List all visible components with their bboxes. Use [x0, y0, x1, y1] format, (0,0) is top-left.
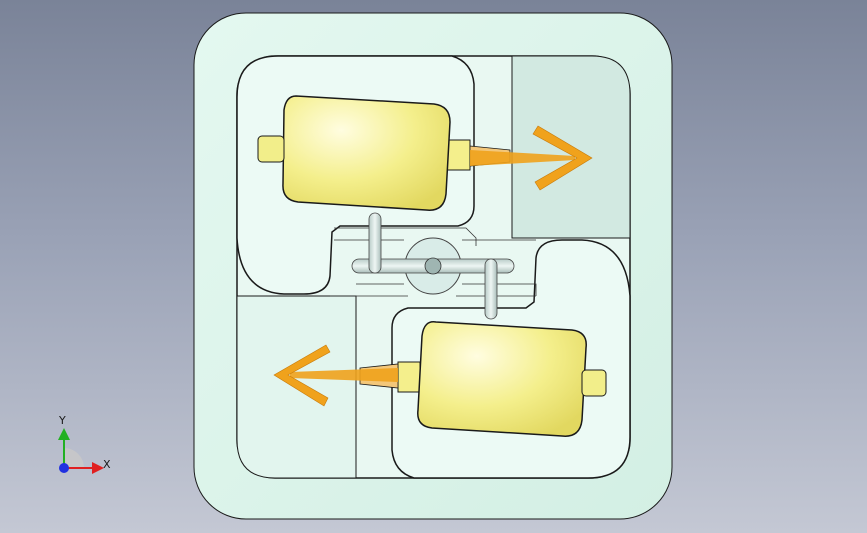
- part-tab-lower[interactable]: [581, 369, 607, 397]
- triad-z-axis: [59, 463, 69, 473]
- coordinate-triad: [58, 428, 104, 474]
- runner-branch-upper[interactable]: [368, 212, 382, 274]
- molded-part-lower[interactable]: [417, 321, 587, 437]
- arrow-left-icon: [273, 344, 398, 407]
- triad-x-label: X: [103, 458, 111, 471]
- triad-y-label: Y: [59, 414, 66, 427]
- part-tab-upper[interactable]: [257, 135, 285, 163]
- molded-part-upper[interactable]: [282, 95, 451, 211]
- arrow-right-icon: [470, 125, 593, 191]
- triad-x-arrowhead: [92, 462, 104, 474]
- runner-branch-lower[interactable]: [484, 258, 498, 320]
- sprue-center[interactable]: [424, 257, 442, 275]
- triad-y-arrowhead: [58, 428, 70, 440]
